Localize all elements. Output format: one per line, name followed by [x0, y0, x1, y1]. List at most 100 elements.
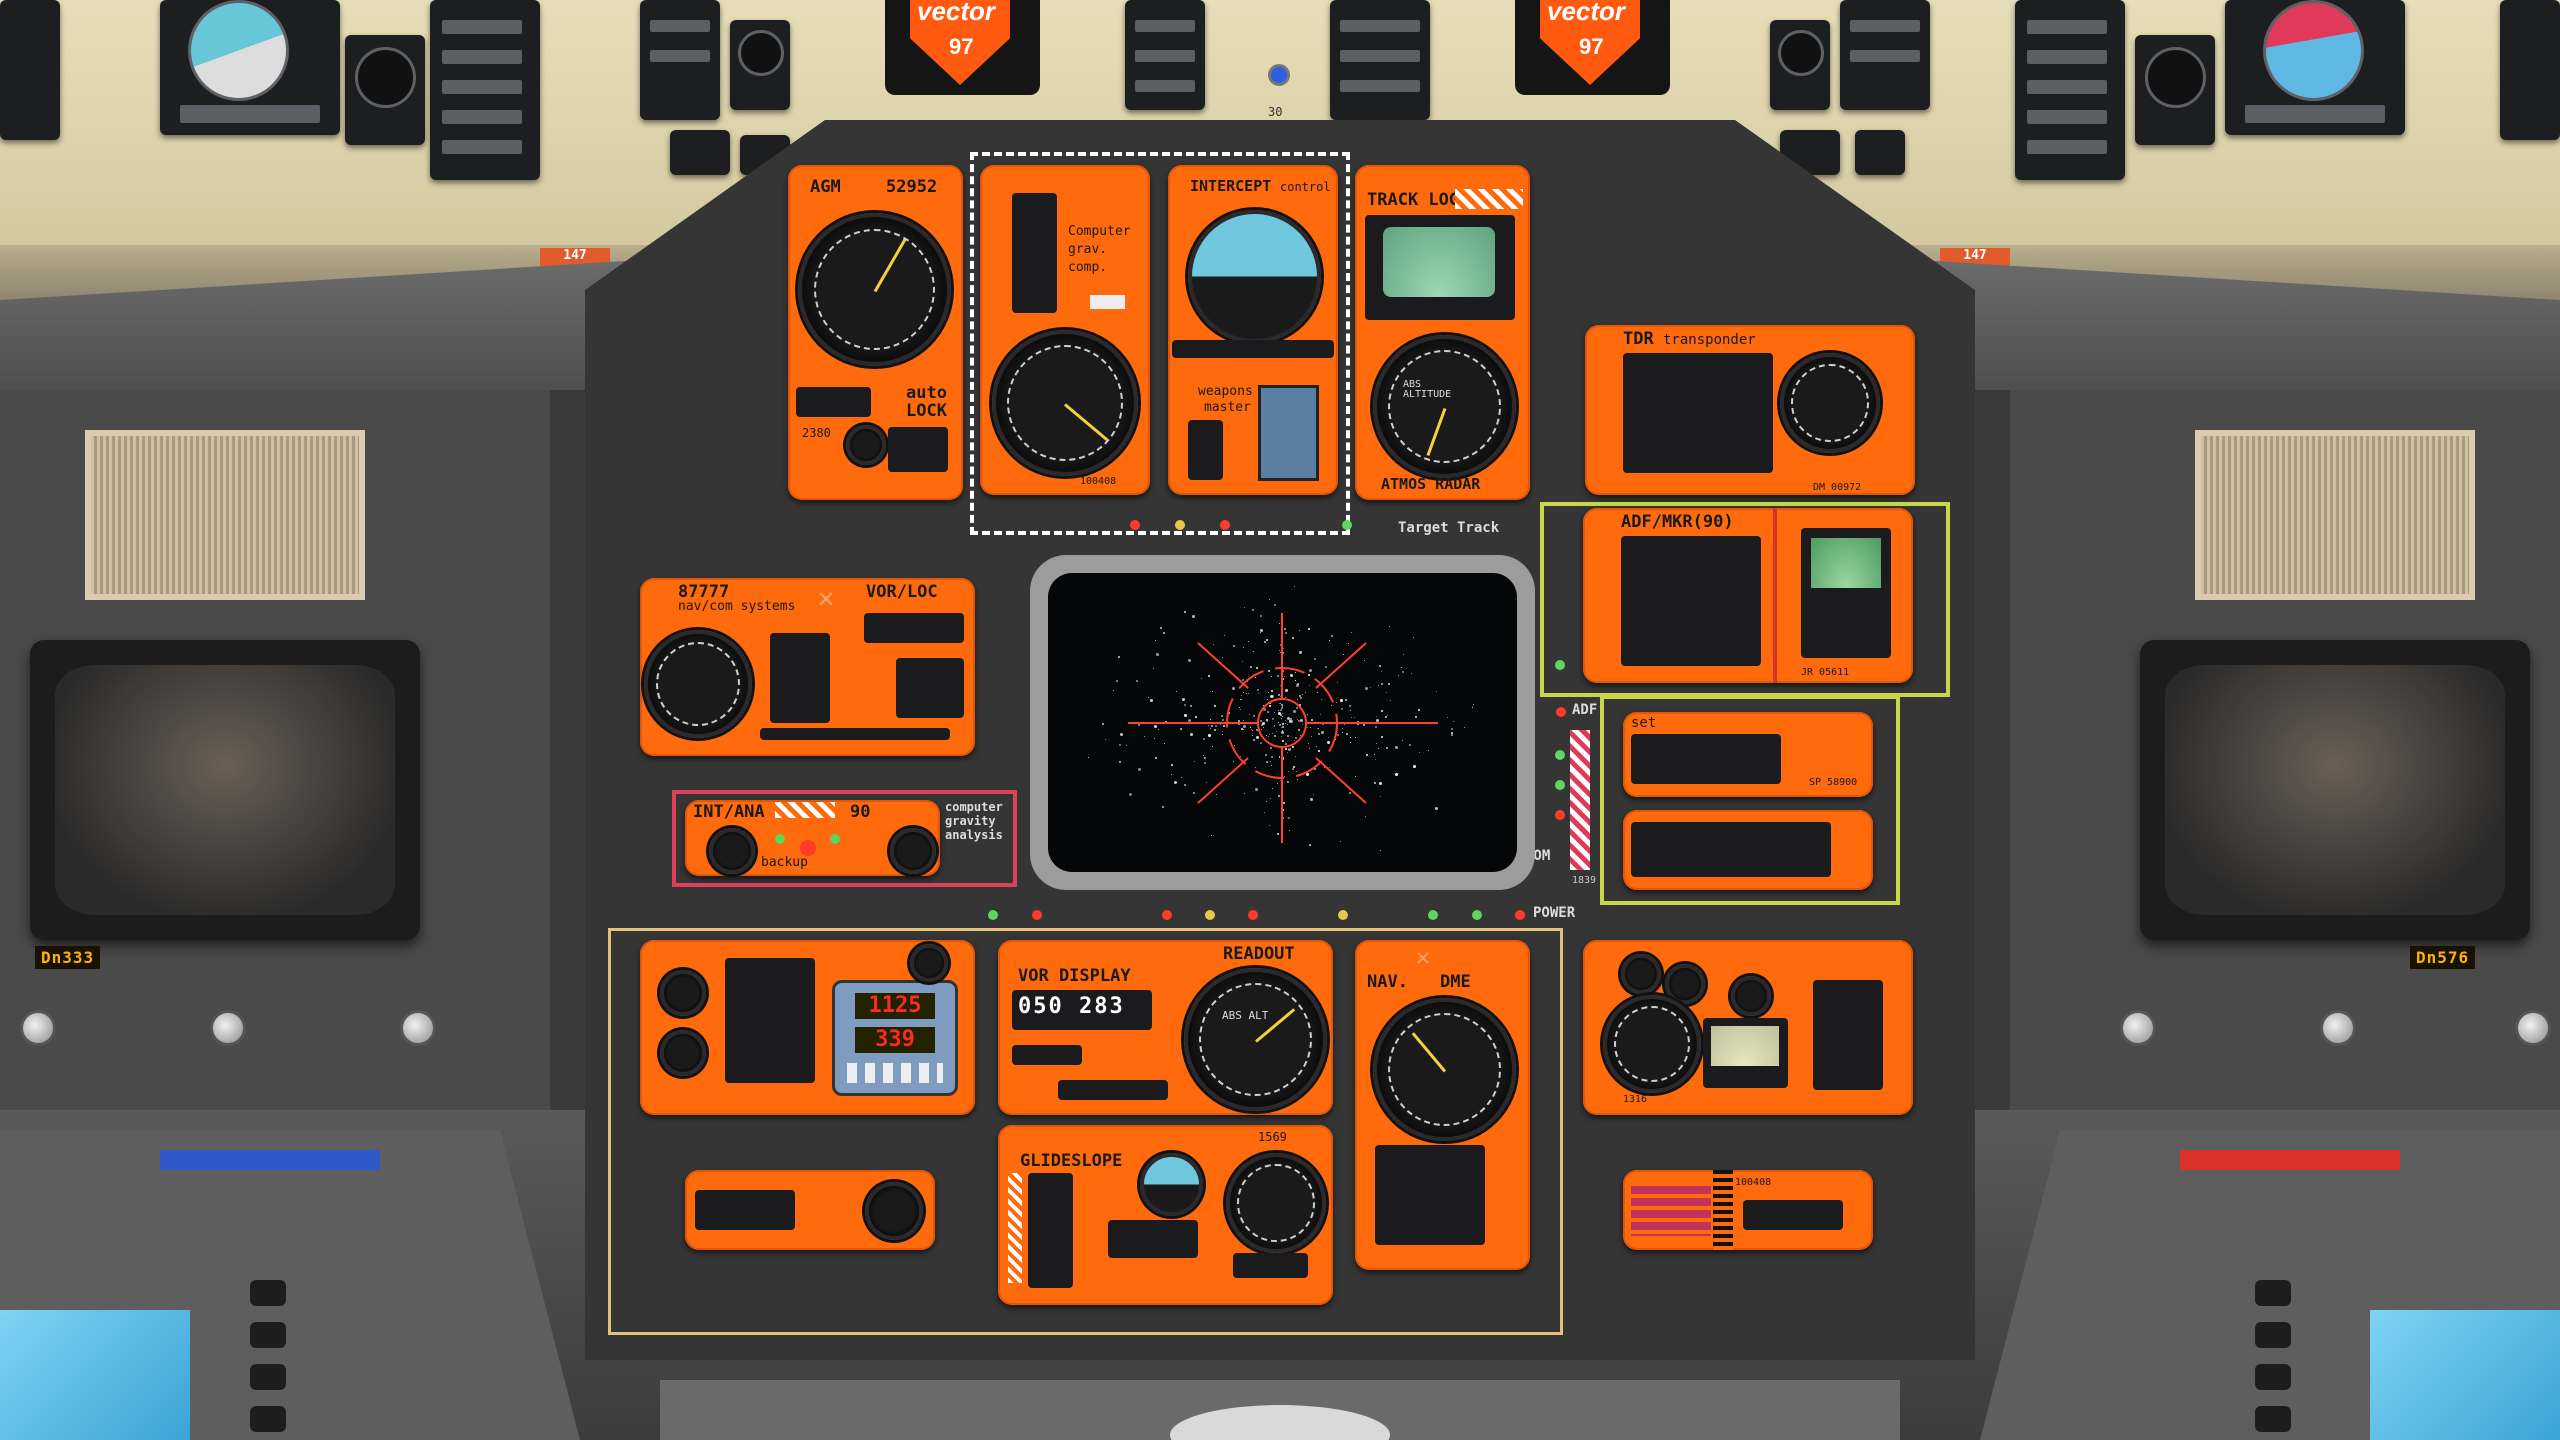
- int-ana-gauge-right[interactable]: [890, 828, 936, 874]
- star: [1308, 668, 1312, 672]
- set-secondary-block[interactable]: [1631, 822, 1831, 877]
- agm-auto-label: auto: [906, 383, 947, 403]
- navcom-code: 87777: [678, 582, 730, 602]
- navcom-knob-block[interactable]: [770, 633, 830, 723]
- glideslope-horizon-gauge[interactable]: [1140, 1153, 1203, 1216]
- computer-compass-gauge[interactable]: [992, 330, 1138, 476]
- int-ana-led-red[interactable]: [800, 840, 816, 856]
- star: [1378, 664, 1381, 667]
- star: [1240, 695, 1242, 697]
- star: [1267, 721, 1269, 722]
- right-instrument-panel: 1316: [1583, 940, 1913, 1115]
- glideslope-key-block[interactable]: [1233, 1253, 1308, 1278]
- intercept-title: INTERCEPT: [1190, 177, 1272, 195]
- right-small-gauge[interactable]: [1621, 954, 1661, 994]
- left-crt-screen[interactable]: [55, 665, 395, 915]
- star: [1157, 729, 1159, 731]
- star: [1295, 671, 1297, 673]
- star: [1280, 702, 1282, 704]
- left-knob-1[interactable]: [20, 1010, 56, 1046]
- glideslope-crosshair-gauge[interactable]: [1226, 1153, 1326, 1253]
- star: [1263, 705, 1265, 707]
- star: [1270, 798, 1272, 800]
- int-ana-gauge-left[interactable]: [709, 828, 755, 874]
- vor-altitude-gauge[interactable]: [1184, 968, 1327, 1111]
- vor-switch-strip[interactable]: [1012, 1045, 1082, 1065]
- bottom-left-gauge[interactable]: [865, 1182, 923, 1240]
- readout-radio-block[interactable]: [725, 958, 815, 1083]
- star: [1180, 776, 1182, 778]
- navcom-switch-row[interactable]: [864, 613, 964, 643]
- star: [1278, 794, 1281, 797]
- star: [1239, 756, 1241, 757]
- overhead-blue-indicator-icon[interactable]: [1268, 64, 1290, 86]
- right-small-gauge[interactable]: [1731, 976, 1771, 1016]
- left-knob-2[interactable]: [210, 1010, 246, 1046]
- right-knob-1[interactable]: [2120, 1010, 2156, 1046]
- int-ana-led-green: [775, 834, 785, 844]
- right-lower-screen[interactable]: [2370, 1310, 2560, 1440]
- agm-switch-block[interactable]: [888, 427, 948, 472]
- atmos-radar-label: ATMOS RADAR: [1381, 475, 1481, 493]
- star: [1304, 691, 1306, 693]
- viewscreen-display[interactable]: [1048, 573, 1517, 872]
- agm-small-gauge[interactable]: [846, 425, 886, 465]
- readout-corner-gauge[interactable]: [910, 944, 948, 982]
- right-button-block[interactable]: [1813, 980, 1883, 1090]
- star: [1248, 714, 1250, 716]
- bottom-left-knob-block[interactable]: [695, 1190, 795, 1230]
- adf-divider: [1773, 508, 1777, 683]
- right-small-gauge[interactable]: [1665, 964, 1705, 1004]
- int-ana-side-2: gravity: [945, 814, 996, 828]
- computer-card-slot[interactable]: [1090, 295, 1125, 309]
- readout-small-gauge[interactable]: [660, 970, 706, 1016]
- adf-marker-screen[interactable]: [1811, 538, 1881, 588]
- right-crt-screen[interactable]: [2165, 665, 2505, 915]
- right-knob-3[interactable]: [2515, 1010, 2551, 1046]
- adf-radio-block[interactable]: [1621, 536, 1761, 666]
- star: [1451, 734, 1454, 737]
- tdr-radio-block[interactable]: [1623, 353, 1773, 473]
- left-switch-stack[interactable]: [250, 1280, 290, 1432]
- readout-small-gauge[interactable]: [660, 1030, 706, 1076]
- star: [1353, 716, 1355, 718]
- weapons-master-switch[interactable]: [1258, 385, 1319, 481]
- left-lower-screen[interactable]: [0, 1310, 190, 1440]
- intercept-switch-strip[interactable]: [1172, 340, 1334, 358]
- right-switch-stack[interactable]: [2255, 1280, 2295, 1432]
- nav-dme-compass-gauge[interactable]: [1373, 998, 1516, 1141]
- star: [1365, 686, 1369, 690]
- star: [1259, 741, 1262, 744]
- right-meter-dial[interactable]: [1711, 1026, 1779, 1066]
- set-radio-block[interactable]: [1631, 734, 1781, 784]
- right-knob-2[interactable]: [2320, 1010, 2356, 1046]
- tdr-gauge[interactable]: [1780, 353, 1880, 453]
- dist-button-row[interactable]: [847, 1063, 943, 1083]
- bottom-right-block[interactable]: [1743, 1200, 1843, 1230]
- star: [1375, 742, 1377, 744]
- glideslope-radio-block[interactable]: [1108, 1220, 1198, 1258]
- int-ana-panel: INT/ANA 90 backup: [685, 800, 940, 876]
- star: [1249, 726, 1251, 728]
- star: [1311, 718, 1314, 721]
- abs-altitude-gauge[interactable]: [1373, 335, 1516, 478]
- star: [1348, 704, 1351, 707]
- star: [1269, 824, 1271, 826]
- agm-attitude-gauge[interactable]: [798, 213, 951, 366]
- vor-loc-gauge[interactable]: [644, 630, 752, 738]
- vor-bottom-strip[interactable]: [1058, 1080, 1168, 1100]
- navcom-grid-block[interactable]: [896, 658, 964, 718]
- star: [1137, 724, 1140, 727]
- star: [1232, 644, 1235, 647]
- right-main-gauge[interactable]: [1603, 995, 1701, 1093]
- star: [1189, 720, 1191, 722]
- overhead-instrument-panel: [1125, 0, 1205, 110]
- left-knob-3[interactable]: [400, 1010, 436, 1046]
- left-monitor-label: Dn333: [35, 946, 101, 969]
- nav-dme-keypad[interactable]: [1375, 1145, 1485, 1245]
- star: [1296, 706, 1299, 709]
- star: [1203, 762, 1206, 765]
- intercept-weapons-label: weapons: [1198, 384, 1253, 399]
- star: [1256, 728, 1259, 731]
- track-log-screen[interactable]: [1383, 227, 1495, 297]
